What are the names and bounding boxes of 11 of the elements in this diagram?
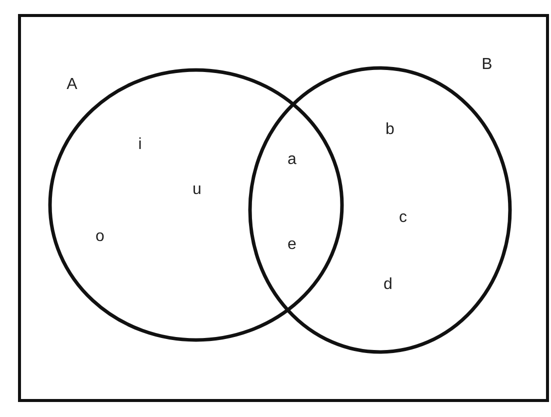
element-label: b [386,121,394,139]
element-label: c [399,209,407,227]
set-label: B [482,56,492,74]
set-label: A [66,76,78,94]
element-label: u [192,181,202,199]
element-label: a [288,151,296,169]
element-label: o [96,228,104,246]
element-label: i [138,136,142,154]
element-label: d [384,276,392,294]
element-label: e [288,236,296,254]
set-rectangle [18,14,549,402]
